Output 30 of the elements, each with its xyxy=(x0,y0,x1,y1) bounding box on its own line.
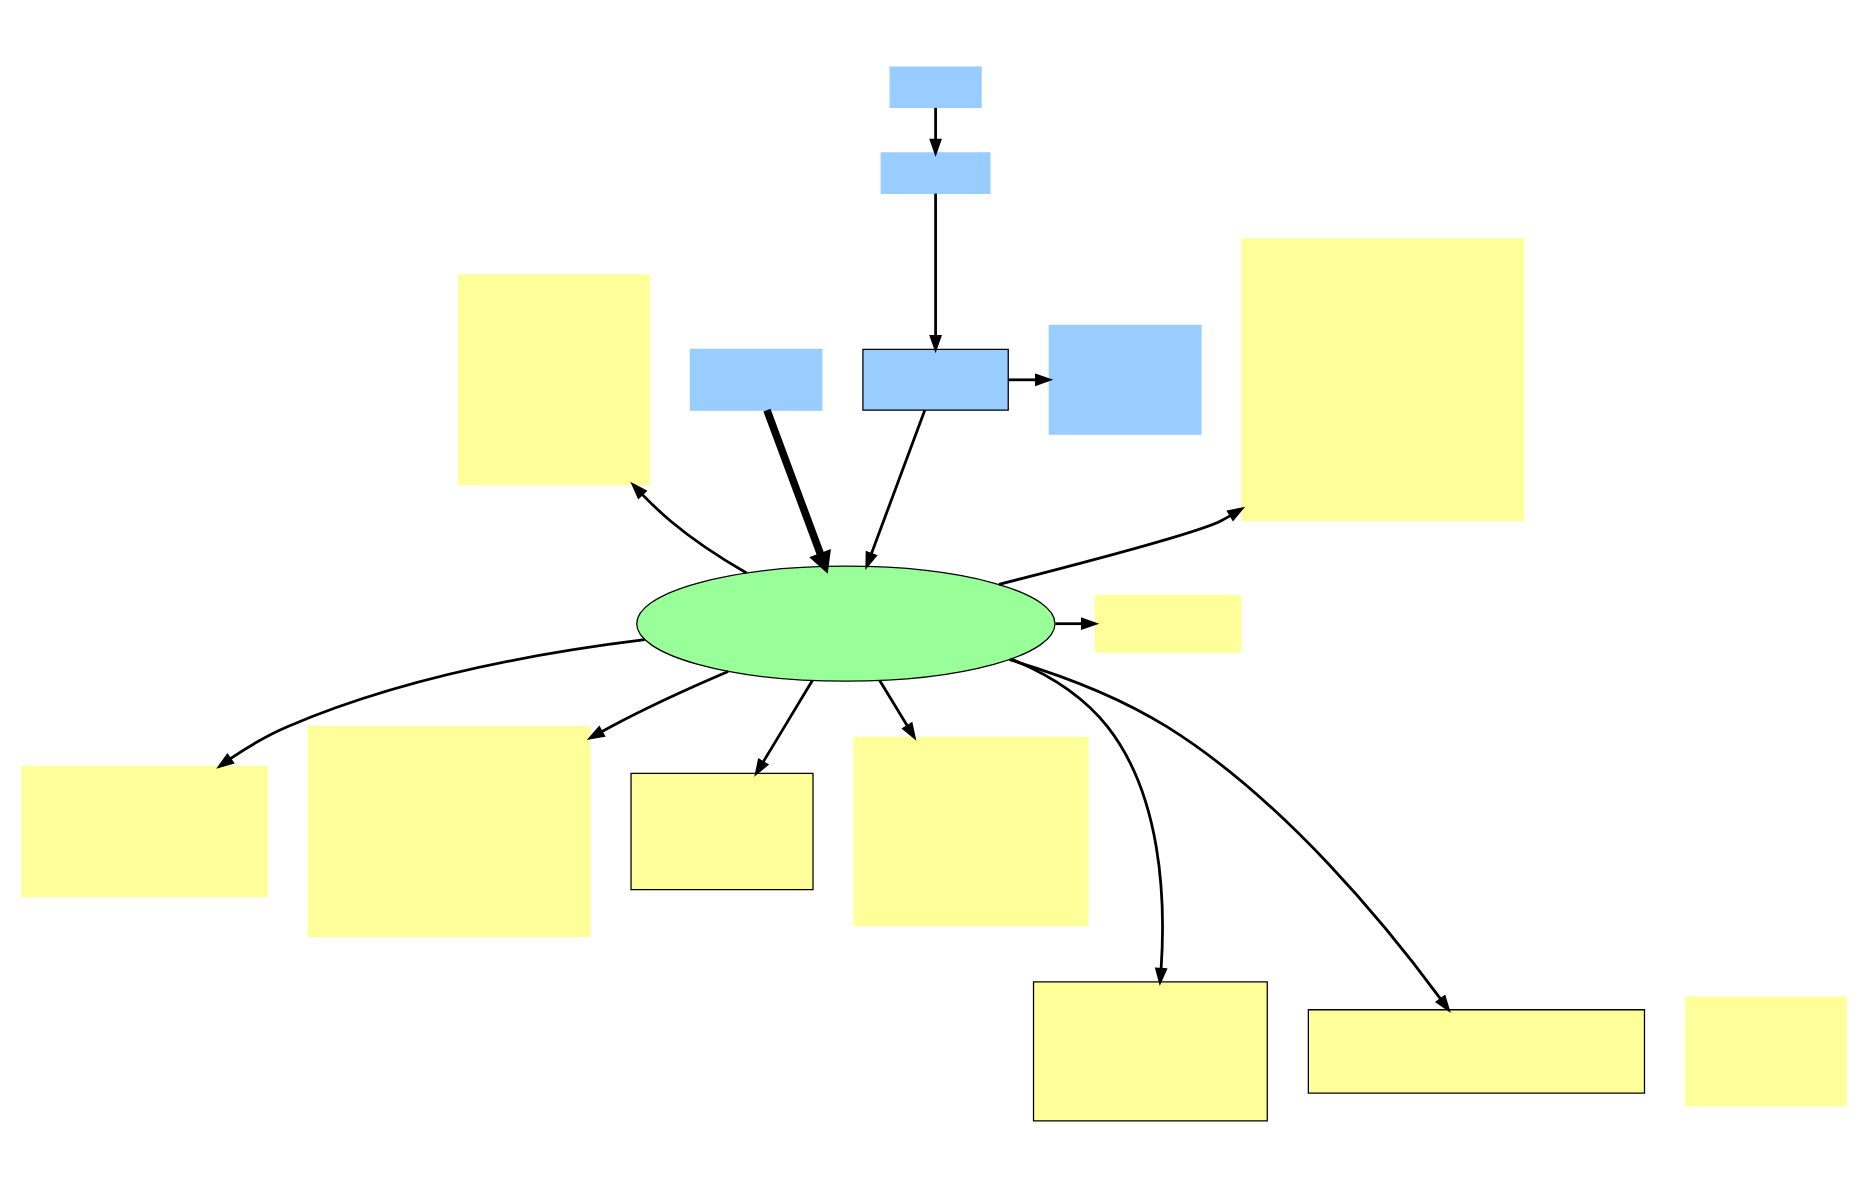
node-box xyxy=(1048,324,1202,435)
node-box xyxy=(1032,981,1268,1122)
arrow xyxy=(630,481,748,575)
arrow xyxy=(929,107,942,157)
node-ellipse xyxy=(636,565,1056,682)
arrow xyxy=(865,409,927,571)
node-box xyxy=(457,274,650,486)
node-box xyxy=(889,66,982,109)
node-box xyxy=(880,152,991,195)
node-box xyxy=(1307,1009,1646,1094)
arrow xyxy=(998,506,1246,586)
arrow xyxy=(1055,617,1100,631)
node-box xyxy=(307,726,591,938)
node-box xyxy=(21,765,268,898)
node-box xyxy=(1094,594,1242,653)
arrow xyxy=(878,679,917,741)
node-box xyxy=(862,348,1009,411)
arrow xyxy=(586,670,729,741)
node-box xyxy=(1241,238,1525,522)
arrow xyxy=(1010,657,1168,987)
node-box xyxy=(630,772,814,891)
node-box xyxy=(853,736,1089,927)
arrow xyxy=(1008,373,1054,387)
arrow xyxy=(216,638,645,769)
node-box xyxy=(1684,996,1847,1107)
arrow xyxy=(763,408,831,574)
arrow xyxy=(1009,658,1451,1014)
arrow xyxy=(929,193,942,354)
node-box xyxy=(689,348,823,411)
arrow xyxy=(754,679,814,777)
